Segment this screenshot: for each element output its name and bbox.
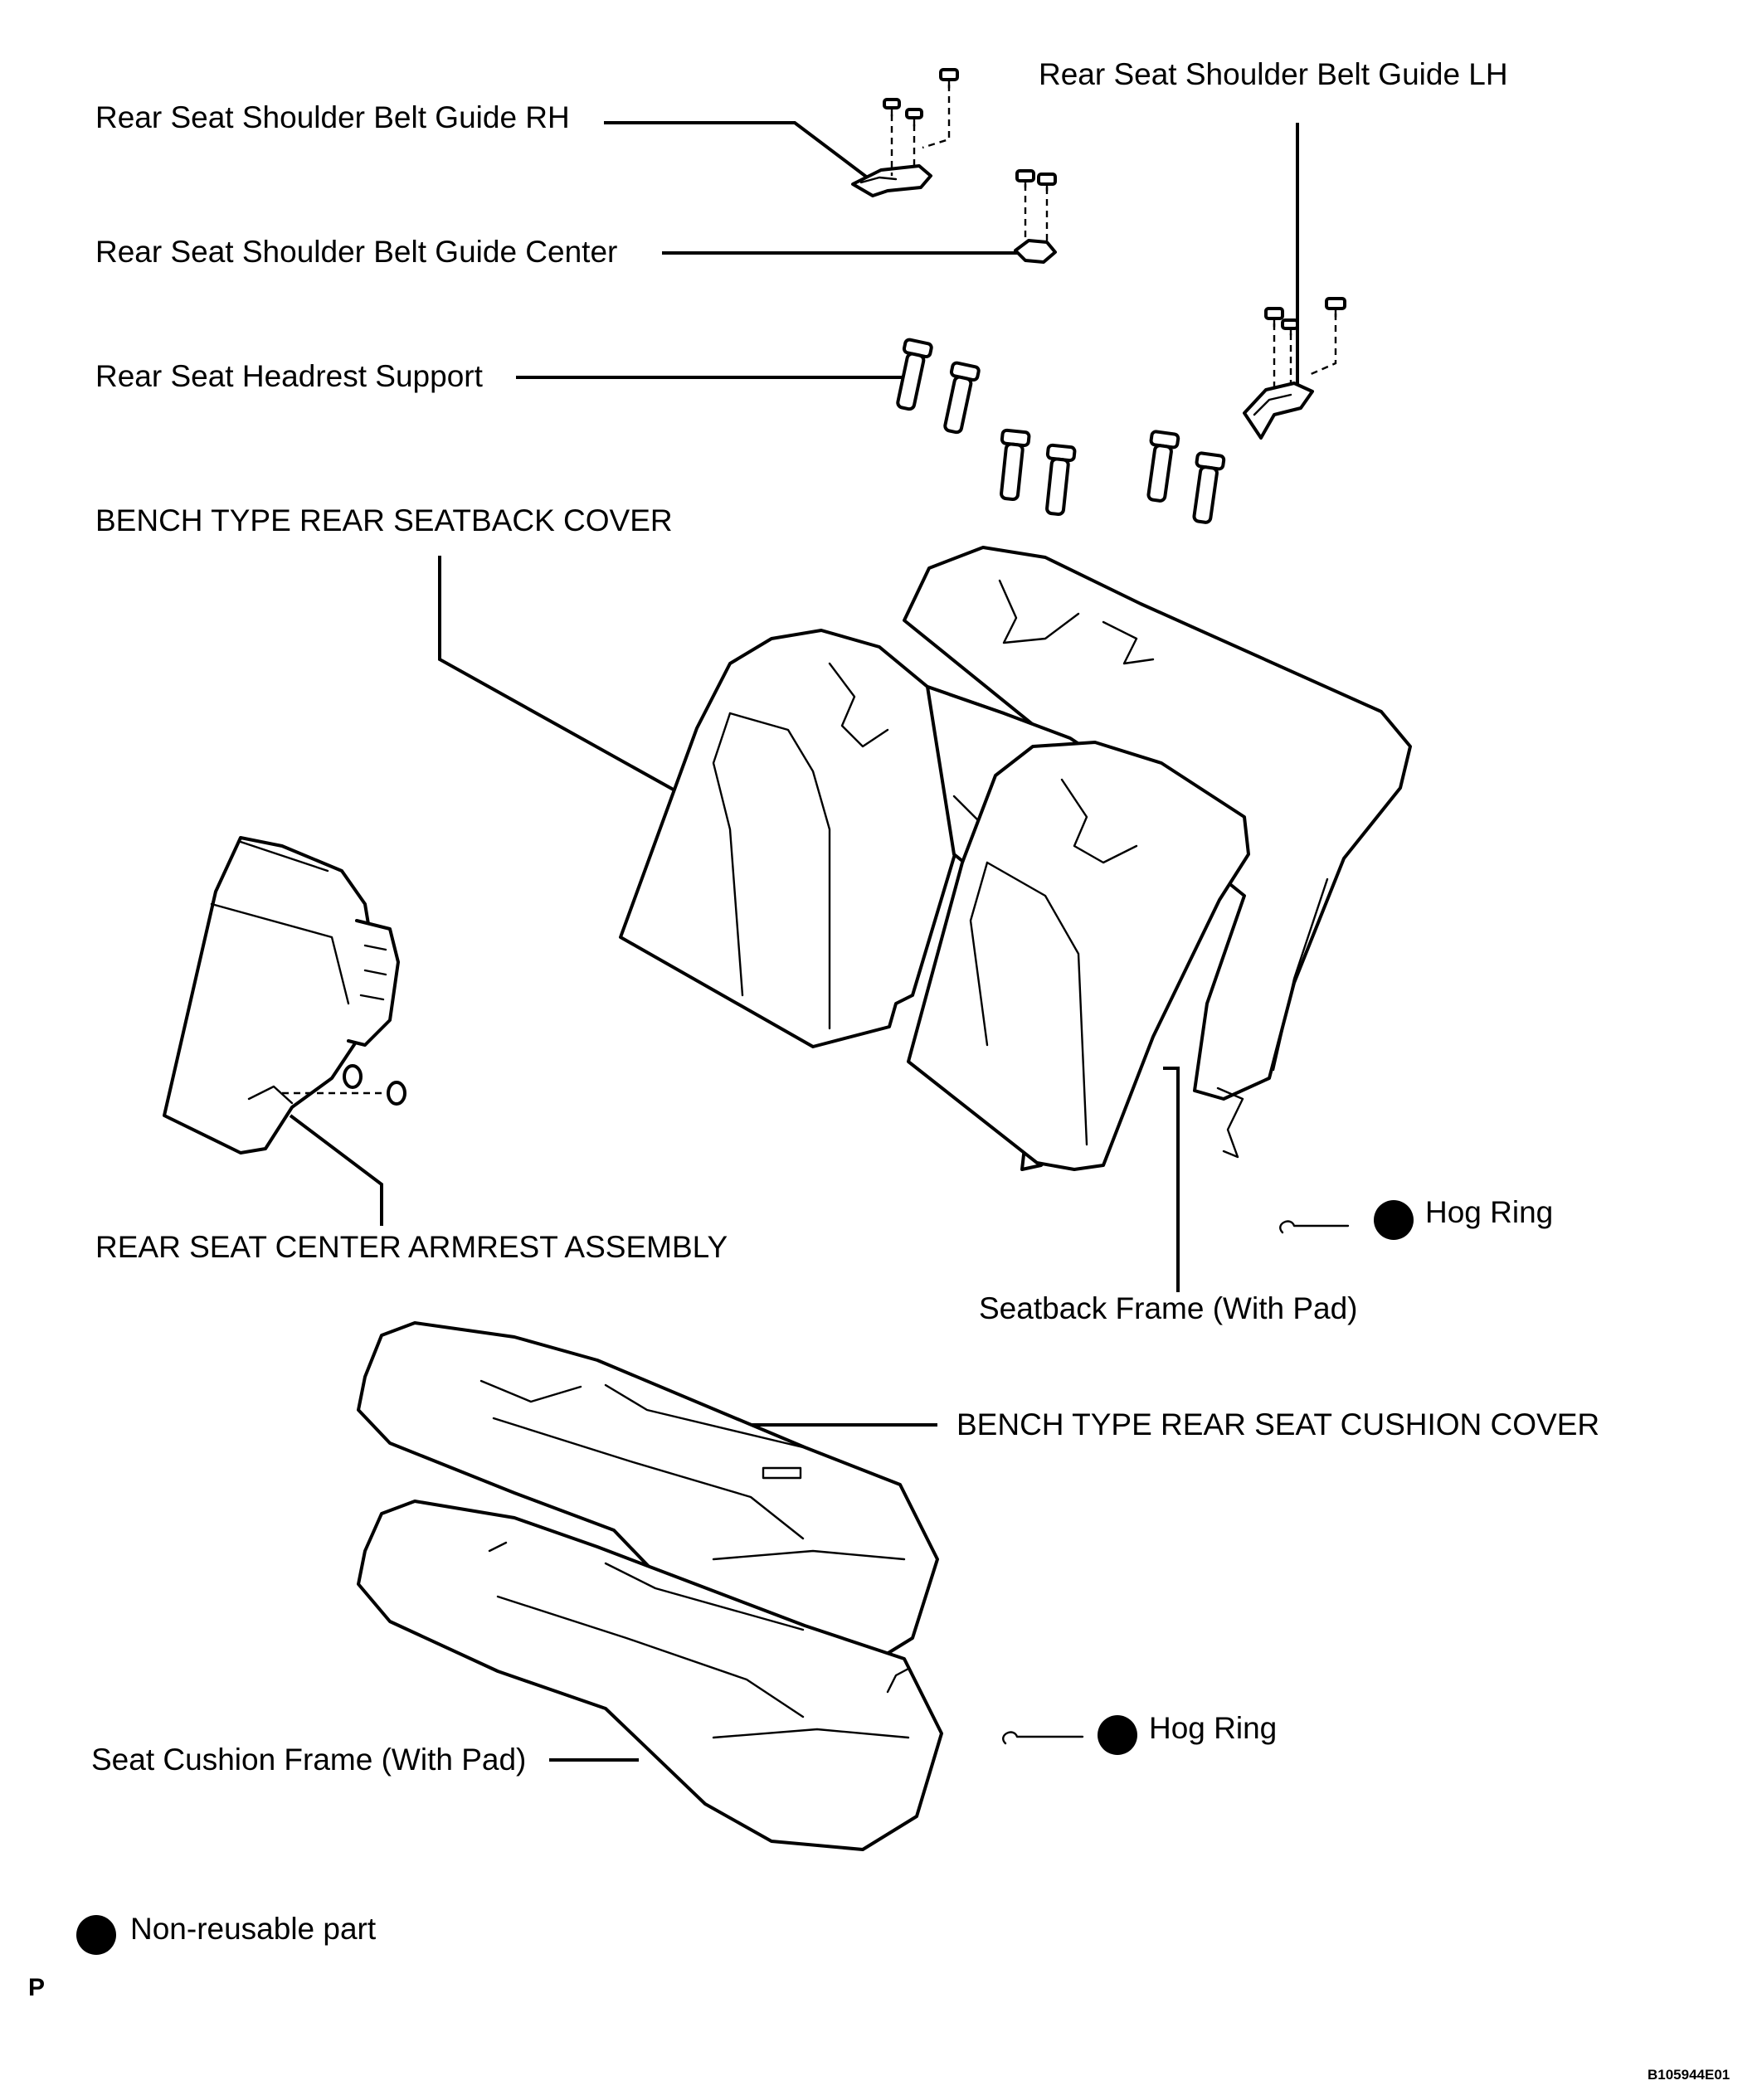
screw-icon [1281, 318, 1299, 337]
hog-ring-icon [1279, 1220, 1350, 1234]
headrest-support-icon [1146, 430, 1180, 503]
page-marker: P [28, 1974, 46, 2001]
screw-icon [905, 108, 923, 128]
headrest-support-icon [943, 361, 981, 435]
label-hog-ring-lower: Hog Ring [1149, 1711, 1278, 1745]
seatback-cover-right-part [907, 741, 1250, 1171]
headrest-support-icon [896, 338, 933, 411]
leader-belt-guide-rh [604, 121, 881, 188]
leader-seatback-cover [438, 556, 694, 802]
label-belt-guide-rh: Rear Seat Shoulder Belt Guide RH [95, 100, 570, 134]
screw-icon [939, 68, 959, 90]
legend-non-reusable-dot-icon [76, 1915, 116, 1955]
cushion-frame-part [357, 1500, 943, 1851]
label-seatback-cover: BENCH TYPE REAR SEATBACK COVER [95, 503, 673, 537]
hog-ring-upper-legend [1279, 1200, 1414, 1240]
figure-reference: B105944E01 [1648, 2067, 1730, 2083]
label-headrest-support: Rear Seat Headrest Support [95, 359, 483, 393]
label-seatback-frame: Seatback Frame (With Pad) [979, 1291, 1358, 1325]
screw-icon [1015, 169, 1035, 189]
label-hog-ring-upper: Hog Ring [1425, 1195, 1554, 1229]
non-reusable-dot-icon [1098, 1715, 1137, 1755]
label-cushion-frame: Seat Cushion Frame (With Pad) [91, 1743, 527, 1777]
label-non-reusable: Non-reusable part [130, 1912, 377, 1946]
leader-seatback-frame [1163, 1067, 1180, 1292]
nut-icon [387, 1081, 406, 1106]
screw-icon [883, 98, 901, 118]
label-cushion-cover: BENCH TYPE REAR SEAT CUSHION COVER [956, 1407, 1600, 1441]
screw-icon [1325, 297, 1346, 318]
headrest-support-icon [1045, 443, 1077, 517]
headrest-supports [896, 338, 1226, 524]
leader-armrest [289, 1114, 383, 1226]
hog-ring-lower-legend [1002, 1715, 1137, 1755]
label-belt-guide-lh: Rear Seat Shoulder Belt Guide LH [1039, 57, 1508, 91]
nut-icon [343, 1064, 363, 1089]
label-armrest-assembly: REAR SEAT CENTER ARMREST ASSEMBLY [95, 1230, 728, 1264]
label-belt-guide-center: Rear Seat Shoulder Belt Guide Center [95, 235, 618, 269]
screw-icon [1037, 173, 1057, 192]
belt-guide-rh-part [851, 68, 959, 197]
cushion-cover-part [357, 1321, 939, 1673]
armrest-assembly-part [163, 836, 406, 1155]
screw-icon [1264, 307, 1284, 328]
headrest-support-icon [1192, 451, 1226, 524]
non-reusable-dot-icon [1374, 1200, 1414, 1240]
hog-ring-icon [1002, 1731, 1084, 1745]
belt-guide-lh-part [1243, 297, 1346, 440]
leader-lines [289, 121, 1299, 1762]
headrest-support-icon [1000, 428, 1031, 502]
belt-guide-center-part [1014, 169, 1057, 264]
